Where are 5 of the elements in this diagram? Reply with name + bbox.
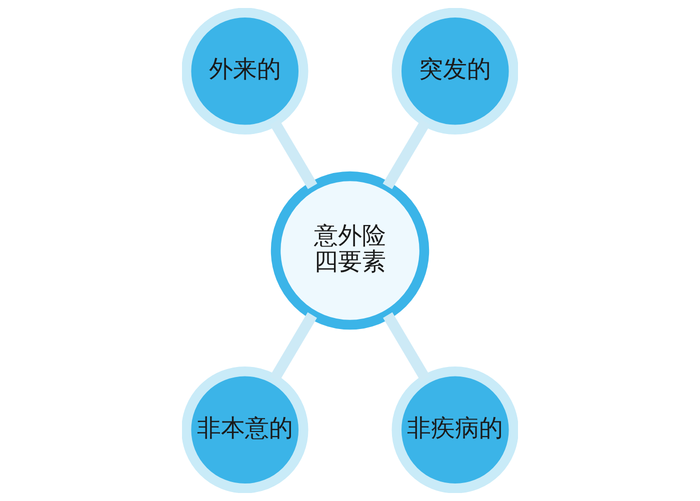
- node-circle: 非本意的: [182, 366, 308, 493]
- node-circle: 外来的: [182, 8, 308, 135]
- node-circle: 非疾病的: [392, 366, 518, 493]
- node-circle: 意外险四要素: [270, 171, 430, 330]
- node-circle: 突发的: [392, 8, 518, 135]
